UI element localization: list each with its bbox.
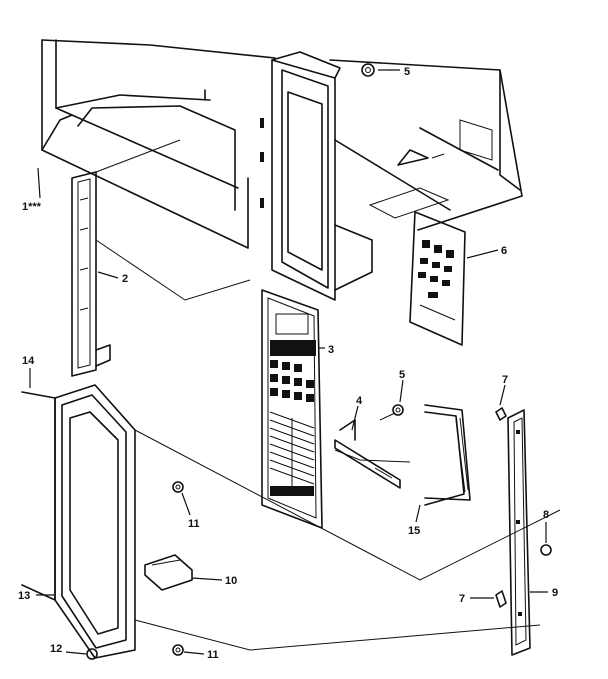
keypad-buttons xyxy=(270,360,314,402)
callout-4: 4 xyxy=(356,395,363,407)
oven-cabinet xyxy=(41,39,523,291)
ribbon-cable xyxy=(424,404,471,506)
callout-9: 9 xyxy=(552,587,558,599)
callout-2: 2 xyxy=(122,273,128,285)
side-panel xyxy=(495,407,552,656)
screw-top xyxy=(361,63,375,77)
callout-7-bottom: 7 xyxy=(459,593,465,605)
door-frame xyxy=(21,384,561,659)
bracket xyxy=(334,404,411,489)
callout-15: 15 xyxy=(408,525,420,537)
latch-plate xyxy=(144,554,193,591)
leader-lines xyxy=(29,69,548,655)
callout-11-upper: 11 xyxy=(188,518,200,530)
callout-3: 3 xyxy=(328,344,334,356)
callout-5-lower: 5 xyxy=(399,369,405,381)
control-overlay xyxy=(261,289,323,529)
callout-7-top: 7 xyxy=(502,374,508,386)
callout-12: 12 xyxy=(50,643,62,655)
circuit-board xyxy=(409,211,466,346)
callout-14: 14 xyxy=(22,355,35,367)
callout-5-top: 5 xyxy=(404,66,410,78)
callout-8: 8 xyxy=(543,509,549,521)
callout-11-lower: 11 xyxy=(207,649,219,661)
callout-10: 10 xyxy=(225,575,237,587)
callout-13: 13 xyxy=(18,590,30,602)
screws-and-foot xyxy=(86,481,184,660)
callout-1: 1*** xyxy=(22,201,42,213)
control-panel-frame xyxy=(260,51,341,301)
hinge-strip xyxy=(71,139,251,377)
callout-labels: 1*** 2 3 4 5 5 6 7 7 8 9 10 11 11 12 13 … xyxy=(18,66,558,661)
callout-6: 6 xyxy=(501,245,507,257)
